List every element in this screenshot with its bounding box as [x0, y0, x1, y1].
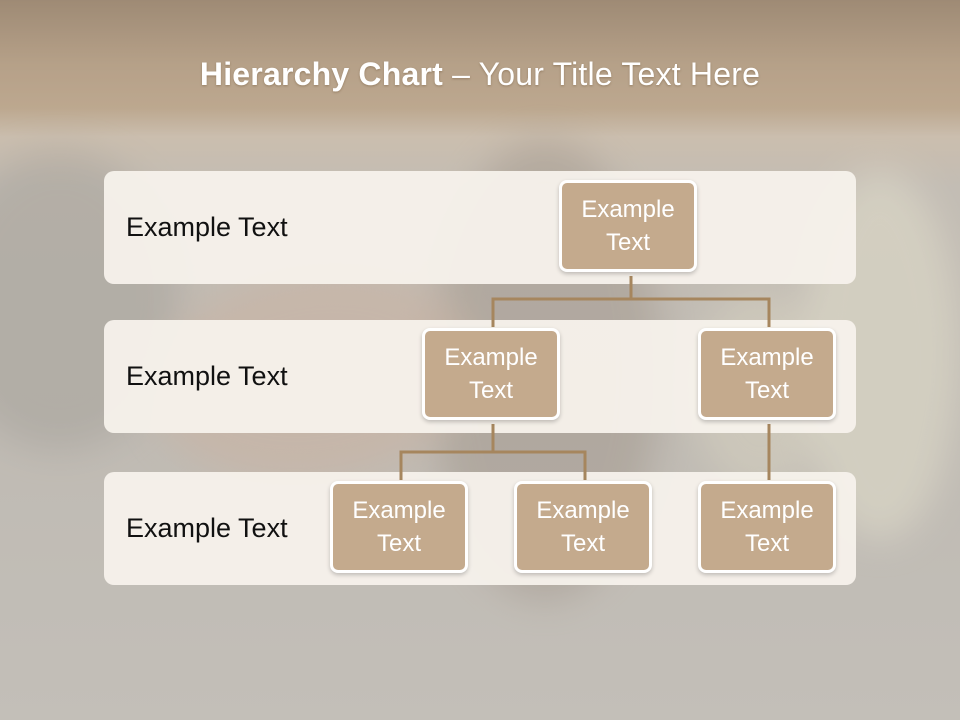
node-level3-a[interactable]: Example Text — [330, 481, 468, 573]
connector-left-child-b — [493, 450, 587, 480]
node-level2-left[interactable]: Example Text — [422, 328, 560, 420]
title-rest: – Your Title Text Here — [443, 56, 761, 92]
connector-root-right — [631, 297, 771, 327]
connector-root — [491, 276, 633, 327]
level-label-1: Example Text — [126, 212, 288, 242]
title-bold: Hierarchy Chart — [199, 56, 443, 92]
node-level2-right[interactable]: Example Text — [698, 328, 836, 420]
node-root[interactable]: Example Text — [559, 180, 697, 272]
slide-title: Hierarchy Chart – Your Title Text Here — [0, 56, 960, 93]
level-label-2: Example Text — [126, 361, 288, 391]
connector-left-children — [399, 424, 495, 480]
node-level3-c[interactable]: Example Text — [698, 481, 836, 573]
level-band-1: Example Text — [104, 171, 856, 284]
level-label-3: Example Text — [126, 513, 288, 543]
node-level3-b[interactable]: Example Text — [514, 481, 652, 573]
